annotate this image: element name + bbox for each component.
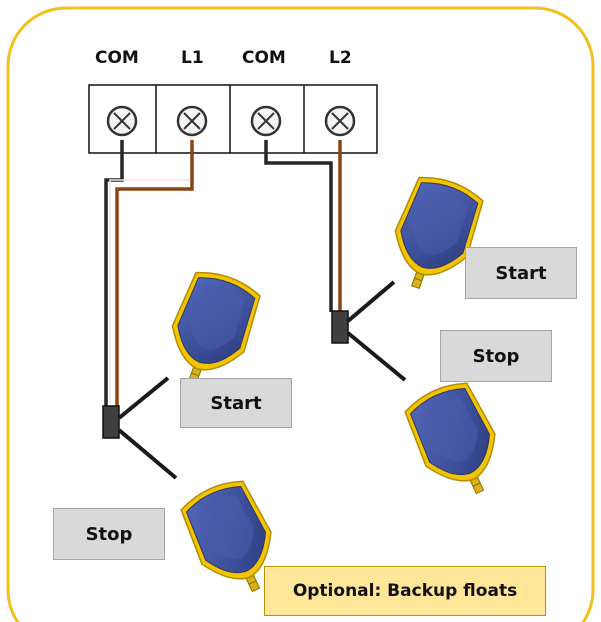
float-start-1 <box>155 263 267 396</box>
junction-block-1 <box>102 405 120 439</box>
start-label-1: Start <box>180 378 292 428</box>
terminal-label-com-1: COM <box>95 48 139 68</box>
terminal-screw-com-1 <box>106 105 138 137</box>
start-label-2: Start <box>465 247 577 299</box>
terminal-label-l2: L2 <box>329 48 352 68</box>
terminal-screw-l2 <box>324 105 356 137</box>
terminal-screw-l1 <box>176 105 208 137</box>
wires-group-1 <box>104 140 194 408</box>
junction-block-2 <box>331 310 349 344</box>
optional-backup-note: Optional: Backup floats <box>264 566 546 616</box>
stop-label-1: Stop <box>53 508 165 560</box>
float-cables <box>117 280 407 480</box>
float-stop-2 <box>397 374 516 509</box>
diagram-frame <box>6 6 595 622</box>
terminal-label-com-2: COM <box>242 48 286 68</box>
terminal-screw-com-2 <box>250 105 282 137</box>
wires-group-2 <box>264 140 342 312</box>
terminal-label-l1: L1 <box>181 48 204 68</box>
stop-label-2: Stop <box>440 330 552 382</box>
